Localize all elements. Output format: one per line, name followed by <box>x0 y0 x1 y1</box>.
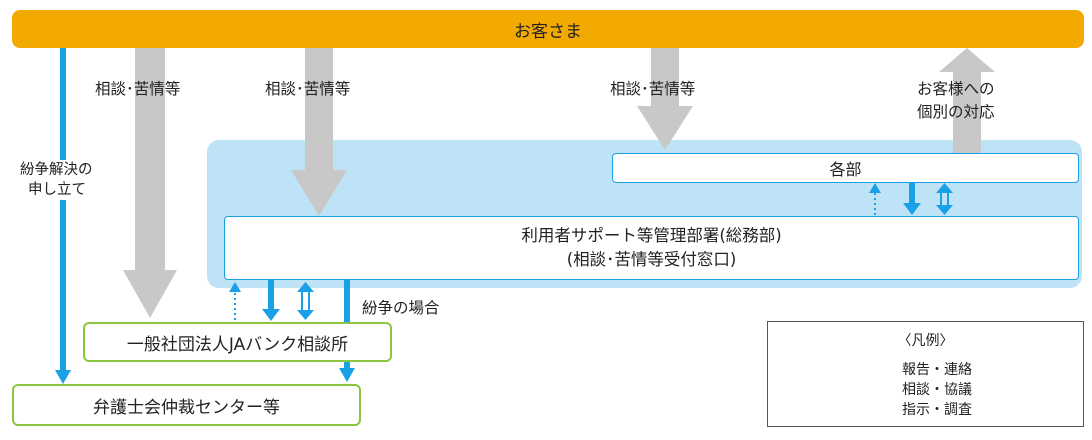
support-dept-title: 利用者サポート等管理部署(総務部) <box>521 226 782 245</box>
support-dept-box: 利用者サポート等管理部署(総務部) (相談･苦情等受付窓口) <box>224 216 1079 280</box>
legend-items: 報告・連絡 相談・協議 指示・調査 <box>902 360 972 420</box>
consult-label-2: 相談･苦情等 <box>265 80 351 98</box>
legend-item-report: 報告・連絡 <box>902 362 972 378</box>
gray-arrow-to-customer <box>939 48 995 153</box>
customer-label: お客さま <box>514 21 582 42</box>
individual-response-label-2: 個別の対応 <box>917 103 995 121</box>
arbitration-label: 弁護士会仲裁センター等 <box>93 397 280 418</box>
support-dept-subtitle: (相談･苦情等受付窓口) <box>566 250 737 269</box>
gray-arrow-to-departments <box>637 48 693 150</box>
legend-box <box>767 321 1084 427</box>
arbitration-box: 弁護士会仲裁センター等 <box>12 384 361 426</box>
departments-box: 各部 <box>612 153 1079 183</box>
consult-arrow-dept <box>936 183 953 193</box>
customer-bar: お客さま <box>12 10 1084 48</box>
gray-arrow-to-ja-bank <box>123 48 177 318</box>
dispute-label-2: 申し立て <box>28 182 86 198</box>
individual-response-label-1: お客様への <box>917 80 995 98</box>
dispute-label: 紛争解決の 申し立て <box>20 160 93 200</box>
dispute-label-1: 紛争解決の <box>20 162 93 178</box>
legend-title: 〈凡例〉 <box>897 333 954 349</box>
ja-bank-label: 一般社団法人JAバンク相談所 <box>126 334 349 355</box>
departments-label: 各部 <box>829 160 862 179</box>
legend-item-instruction: 指示・調査 <box>902 402 972 418</box>
consult-label-3: 相談･苦情等 <box>610 80 696 98</box>
legend-item-consult: 相談・協議 <box>902 382 972 398</box>
consult-arrow-ja <box>297 282 314 292</box>
ja-bank-box: 一般社団法人JAバンク相談所 <box>83 322 392 362</box>
consult-label-1: 相談･苦情等 <box>95 80 181 98</box>
gray-arrow-to-support <box>291 48 347 216</box>
dispute-case-label: 紛争の場合 <box>362 299 440 317</box>
